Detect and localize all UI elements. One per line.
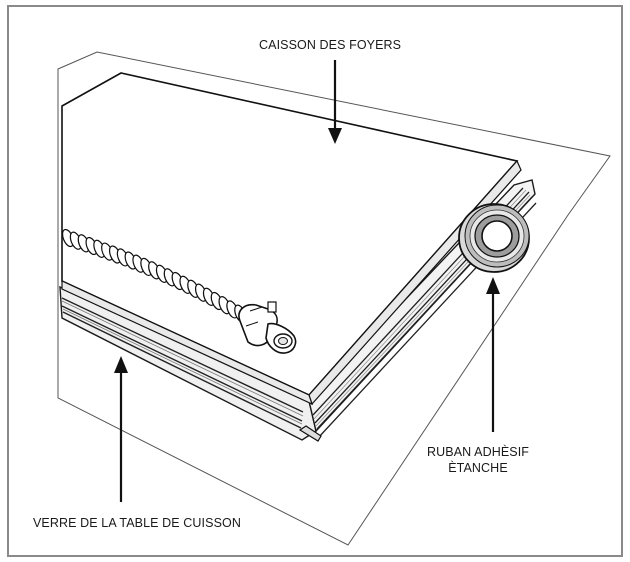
label-sealing-tape-line1: RUBAN ADHÈSIF	[427, 445, 530, 459]
label-sealing-tape: RUBAN ADHÈSIF ÈTANCHE	[427, 444, 529, 476]
gas-connector	[238, 301, 297, 354]
arrow-tape	[486, 277, 500, 432]
label-burner-box: CAISSON DES FOYERS	[259, 38, 402, 52]
rail-corner	[298, 425, 322, 442]
label-cooktop-glass: VERRE DE LA TABLE DE CUISSON	[33, 516, 241, 530]
tape-roll-icon	[458, 203, 530, 273]
arrow-glass	[114, 356, 128, 502]
gas-hose	[61, 228, 255, 328]
label-sealing-tape-line2: ÈTANCHE	[448, 461, 508, 475]
glass-front-rail	[61, 297, 304, 429]
arrow-burner-box	[328, 60, 342, 144]
